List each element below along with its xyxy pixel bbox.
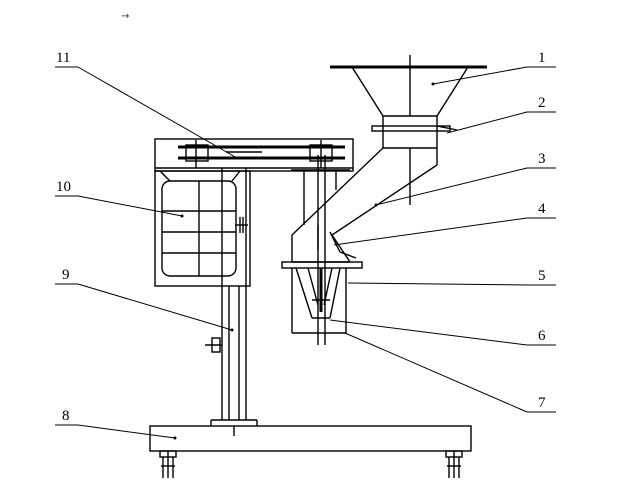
base-frame	[149, 425, 472, 478]
callout-8: 8	[62, 408, 70, 424]
callout-3: 3	[538, 151, 546, 167]
hopper	[330, 55, 487, 117]
belt-drive	[154, 138, 354, 172]
callout-11: 11	[56, 50, 70, 66]
inclined-chute	[291, 147, 438, 263]
callout-10: 10	[56, 179, 71, 195]
leader-dots	[173, 82, 435, 440]
callout-9: 9	[62, 267, 70, 283]
callout-6: 6	[538, 328, 546, 344]
column	[205, 168, 258, 436]
callout-4: 4	[538, 201, 546, 217]
callout-5: 5	[538, 268, 546, 284]
leader-lines	[55, 66, 556, 439]
drive-shaft	[291, 155, 350, 345]
callout-2: 2	[538, 95, 546, 111]
top-marker: →	[121, 11, 129, 22]
callout-7: 7	[538, 395, 546, 411]
flange	[371, 116, 458, 148]
callout-1: 1	[538, 50, 546, 66]
motor	[154, 170, 251, 287]
